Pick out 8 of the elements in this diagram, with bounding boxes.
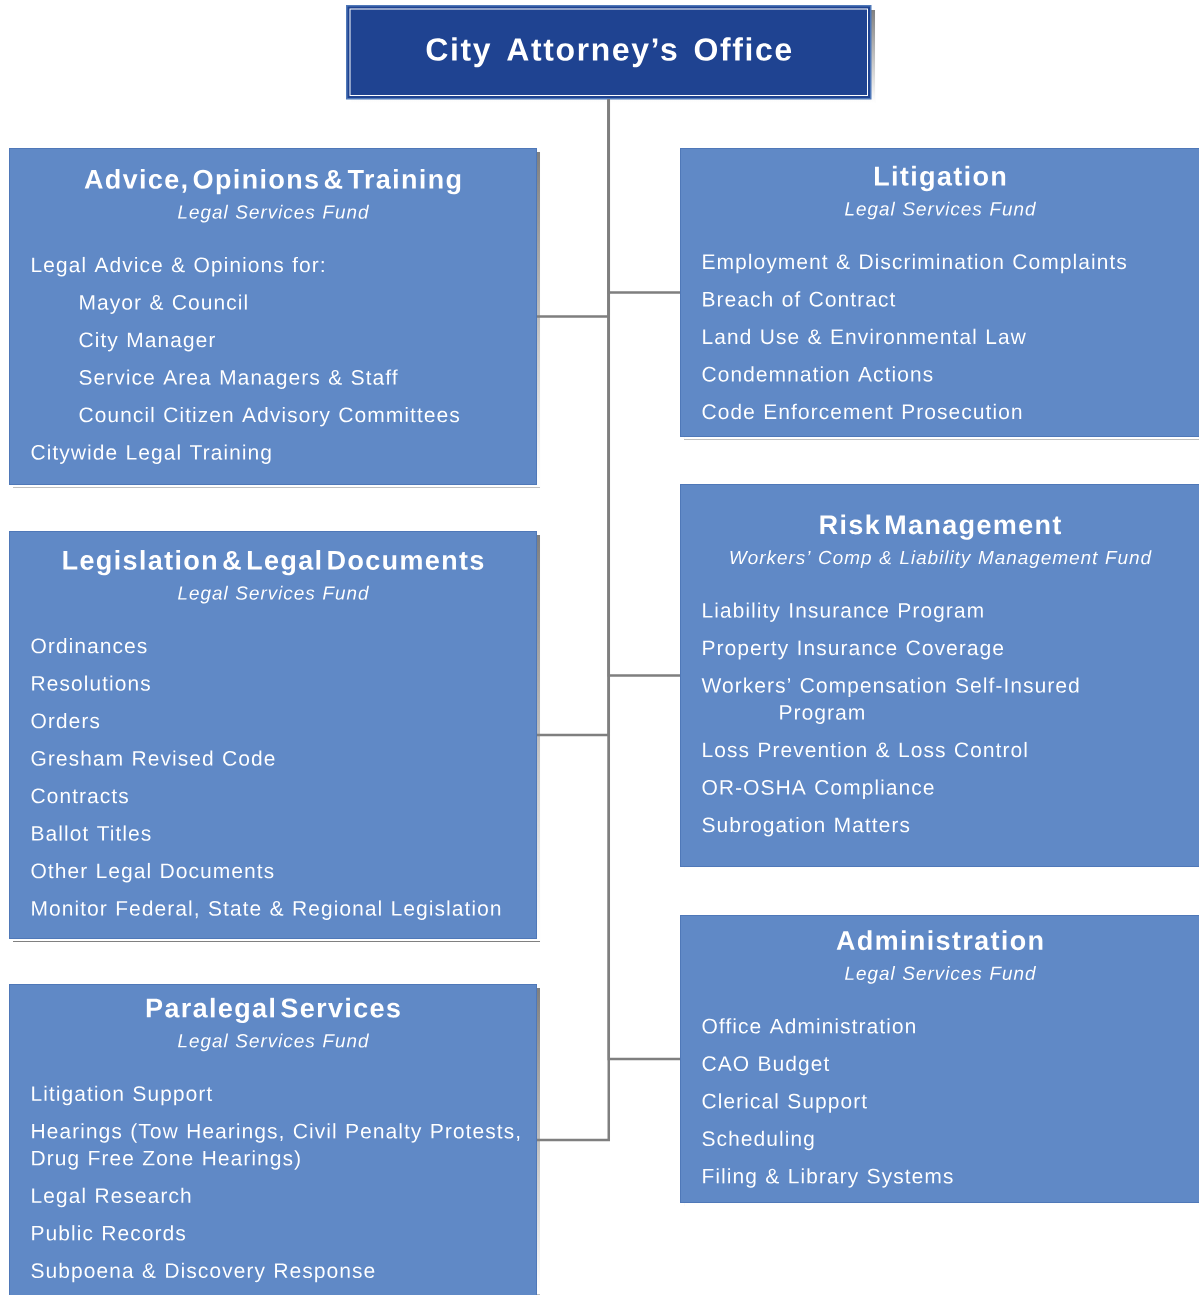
connector-line xyxy=(607,99,680,1061)
department-box: Administration Legal Services Fund Office Administration CAO Budget Clerical Support Scheduling Filing & Library Systems xyxy=(680,915,1199,1206)
department-box: Legislation & Legal Documents Legal Services Fund Ordinances Resolutions Orders Gresham Revised Code Contracts Ballot Titles Other Legal Documents Monitor Federal, State & Regional Legislation xyxy=(9,531,540,942)
department-box: Advice, Opinions & Training Legal Services Fund Legal Advice & Opinions for: Mayor & Council City Manager Service Area Managers & Staff Council Citizen Advisory Committees Citywide Legal Training xyxy=(9,148,540,488)
department-box: Litigation Legal Services Fund Employment & Discrimination Complaints Breach of Contract Land Use & Environmental Law Condemnation Actions Code Enforcement Prosecution xyxy=(680,148,1199,440)
title-box: City Attorney’s Office xyxy=(346,5,875,103)
department-box: Risk Management Workers’ Comp & Liability Management Fund Liability Insurance Program Property Insurance Coverage Workers’ Compensation Self-Insured Program Loss Prevention & Loss Control OR-OSHA Compliance Subrogation Matters xyxy=(680,484,1199,870)
department-box: Paralegal Services Legal Services Fund Litigation Support Hearings (Tow Hearings, Civil Penalty Protests, Drug Free Zone Hearings) Legal Research Public Records Subpoena & Discovery Response xyxy=(9,984,540,1295)
